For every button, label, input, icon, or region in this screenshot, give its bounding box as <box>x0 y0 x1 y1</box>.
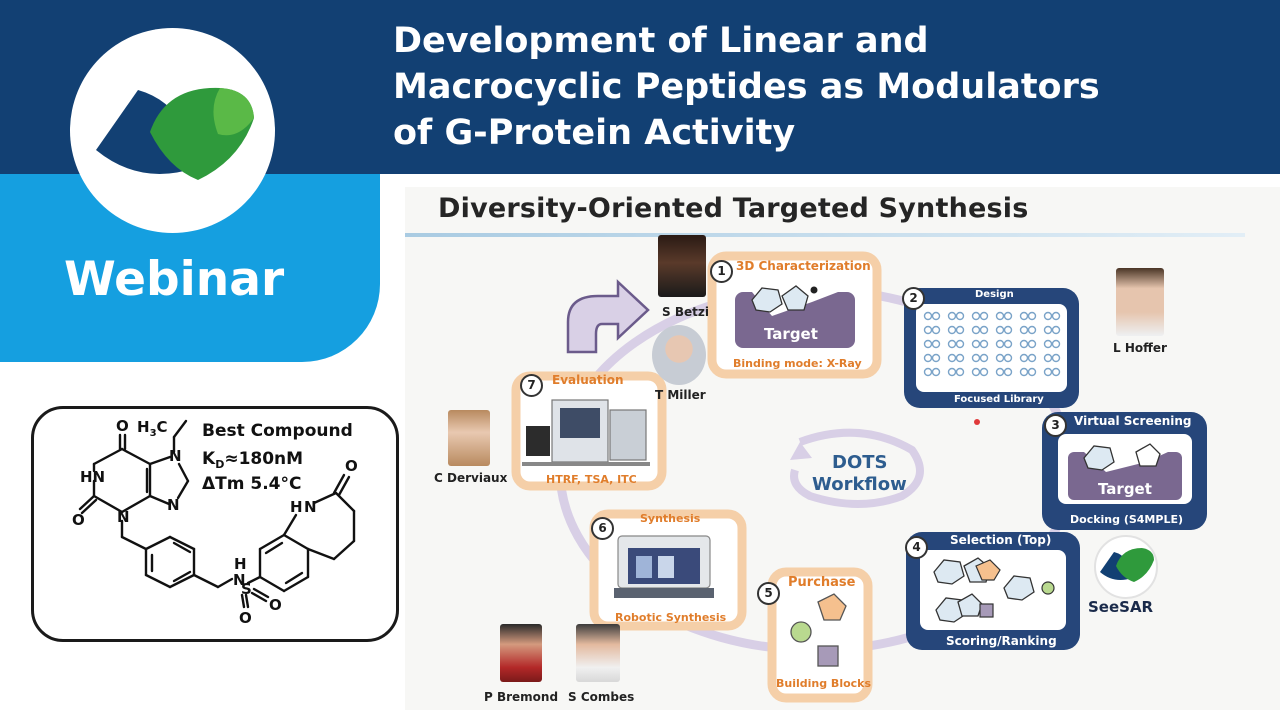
step-4-hex2-icon <box>1003 575 1035 601</box>
name-c-derviaux: C Derviaux <box>434 471 508 485</box>
atom-s: S <box>241 580 252 598</box>
step-3-caption: Docking (S4MPLE) <box>1070 513 1183 526</box>
webinar-title: Development of Linear and Macrocyclic Pe… <box>393 18 1253 156</box>
atom-h3c: H3C <box>137 418 168 439</box>
compound-title: Best Compound <box>202 421 353 441</box>
step-7-title: Evaluation <box>552 373 624 387</box>
logo-badge <box>70 28 275 233</box>
step-5-title: Purchase <box>788 575 856 590</box>
compound-kd: KD≈180nM <box>202 449 303 471</box>
dots-label: DOTS <box>832 452 888 473</box>
atom-o-lactam: O <box>345 457 358 475</box>
step-1-caption: Binding mode: X-Ray <box>733 357 862 370</box>
atom-o-s1: O <box>239 609 252 627</box>
title-line-2: Macrocyclic Peptides as Modulators <box>393 67 1100 107</box>
atom-hn: HN <box>80 468 105 486</box>
atom-o-left: O <box>72 511 85 529</box>
title-line-1: Development of Linear and <box>393 21 929 61</box>
robot-synthesizer-icon <box>614 535 714 598</box>
step-3-ligand-pent-icon <box>1135 443 1161 467</box>
photo-t-miller <box>652 325 706 385</box>
atom-n-right: N <box>167 496 180 514</box>
seesar-logo-green-icon <box>1116 548 1154 582</box>
name-s-betzi: S Betzi <box>662 305 709 319</box>
building-block-pentagon-icon <box>817 593 847 621</box>
step-1-ligand-pent-icon <box>781 285 809 311</box>
step-7-caption: HTRF, TSA, ITC <box>546 473 637 486</box>
atom-n-amide: N <box>233 571 246 589</box>
step-1-ligand-dot-icon <box>810 286 818 294</box>
webinar-label: Webinar <box>64 252 285 307</box>
step-1-title: 3D Characterization <box>736 259 871 273</box>
title-line-3: of G-Protein Activity <box>393 113 796 153</box>
step-6-number: 6 <box>591 517 614 540</box>
step-6-caption: Robotic Synthesis <box>615 611 727 624</box>
step-3-number: 3 <box>1044 414 1067 437</box>
building-block-circle-icon <box>790 621 812 643</box>
building-block-square-icon <box>817 645 839 667</box>
photo-l-hoffer <box>1116 268 1164 336</box>
center-arrowhead-icon <box>790 442 812 460</box>
atom-n-bottom: N <box>117 508 130 526</box>
atom-o-top: O <box>116 417 129 435</box>
atom-h-lactam: H <box>290 498 303 516</box>
step-4-caption: Scoring/Ranking <box>946 634 1057 648</box>
workflow-label: Workflow <box>812 474 907 495</box>
step-3-title: Virtual Screening <box>1074 414 1192 428</box>
step-6-title: Synthesis <box>640 512 701 525</box>
evaluation-instrument-icon <box>522 399 650 466</box>
flow-arrow-icon <box>566 279 650 354</box>
step-4-green-circle-icon <box>1041 581 1055 595</box>
laser-pointer-dot <box>974 419 980 425</box>
step-2-title: Design <box>975 289 1014 300</box>
step-1-target-label: Target <box>764 325 818 343</box>
photo-s-combes <box>576 624 620 682</box>
compound-tm: ΔTm 5.4°C <box>202 474 301 494</box>
step-4-hex-icon <box>933 559 965 585</box>
step-5-caption: Building Blocks <box>776 677 872 690</box>
step-1-number: 1 <box>710 260 733 283</box>
atom-n-lactam: N <box>304 498 317 516</box>
chemical-structure: Best Compound KD≈180nM ΔTm 5.4°C H3C O O… <box>72 417 358 627</box>
atom-o-s2: O <box>269 596 282 614</box>
name-p-bremond: P Bremond <box>484 690 559 704</box>
name-l-hoffer: L Hoffer <box>1113 341 1167 355</box>
brand-logo-icon <box>96 87 254 180</box>
step-5-number: 5 <box>757 582 780 605</box>
seesar-label: SeeSAR <box>1088 598 1154 616</box>
best-compound-card: Best Compound KD≈180nM ΔTm 5.4°C H3C O O… <box>31 406 399 642</box>
atom-h-amide: H <box>234 555 247 573</box>
atom-n-top: N <box>169 447 182 465</box>
step-7-number: 7 <box>520 374 543 397</box>
name-t-miller: T Miller <box>655 388 706 402</box>
step-4-title: Selection (Top) <box>950 533 1052 547</box>
step-1-ligand-hex-icon <box>751 287 783 313</box>
photo-c-derviaux <box>448 410 490 466</box>
photo-p-bremond <box>500 624 542 682</box>
step-4-square-icon <box>979 603 994 618</box>
center-cycle-icon <box>790 428 924 508</box>
step-4-orange-pent-icon <box>975 559 1001 581</box>
name-s-combes: S Combes <box>568 690 635 704</box>
step-3-ligand-hex-icon <box>1083 445 1115 471</box>
step-2-caption: Focused Library <box>954 394 1044 405</box>
library-molecules-icon <box>923 311 1061 377</box>
step-2-number: 2 <box>902 287 925 310</box>
step-4-number: 4 <box>905 536 928 559</box>
slide-title: Diversity-Oriented Targeted Synthesis <box>438 193 1029 224</box>
photo-s-betzi <box>658 235 706 297</box>
title-underline <box>405 233 1245 237</box>
step-3-target-label: Target <box>1098 480 1152 498</box>
